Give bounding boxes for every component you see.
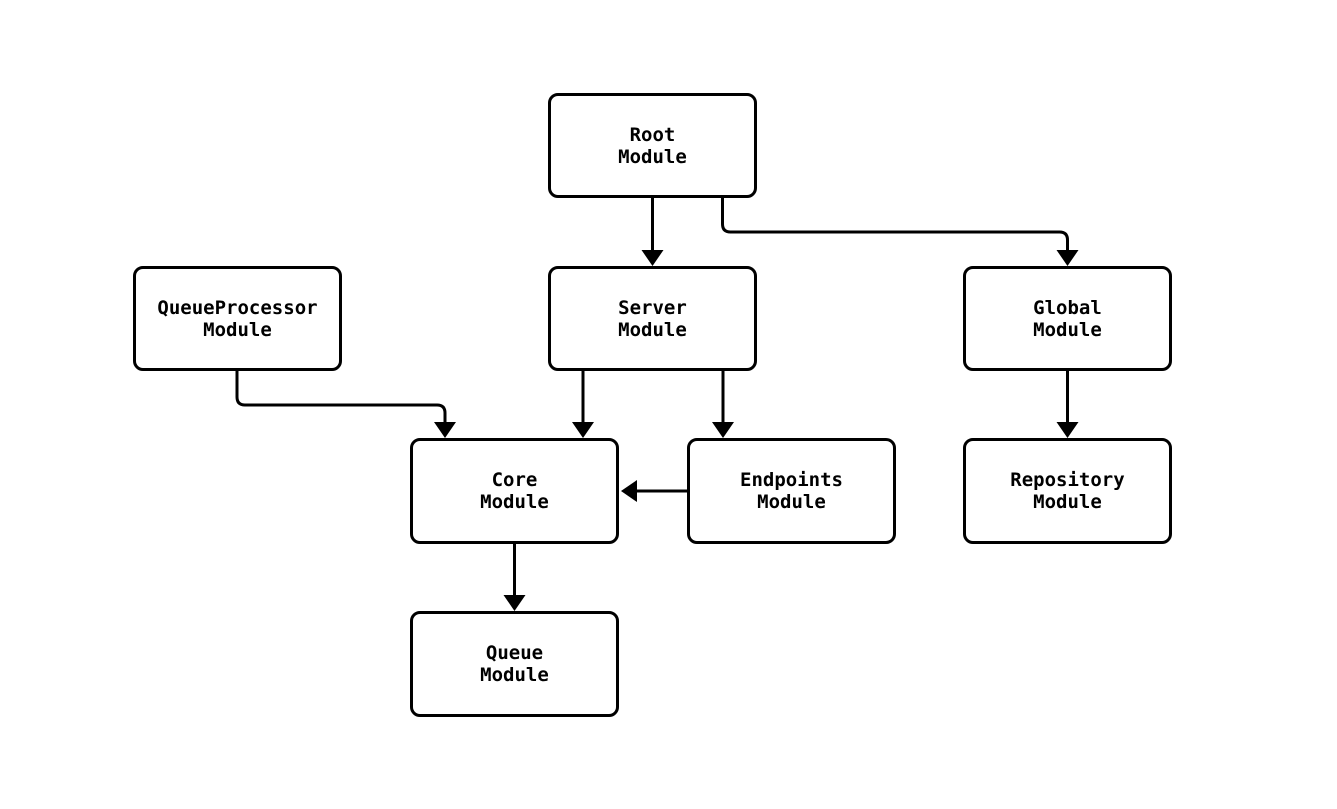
node-endpoints-module-label: Endpoints Module: [740, 469, 843, 513]
node-endpoints-module: Endpoints Module: [687, 438, 896, 544]
edge-global-to-repository: [1056, 371, 1079, 438]
node-global-module-label: Global Module: [1033, 296, 1102, 341]
node-repository-module-label: Repository Module: [1010, 469, 1125, 513]
node-root-module-label: Root Module: [618, 123, 687, 168]
edge-queueprocessor-to-core: [235, 371, 456, 438]
node-queue-module: Queue Module: [410, 611, 619, 717]
node-server-module-label: Server Module: [618, 296, 687, 341]
node-core-module: Core Module: [410, 438, 619, 544]
edge-endpoints-to-core: [621, 480, 687, 502]
edge-server-to-core: [572, 371, 594, 438]
node-root-module: Root Module: [548, 93, 757, 198]
node-queueprocessor-module: QueueProcessor Module: [133, 266, 342, 371]
node-repository-module: Repository Module: [963, 438, 1172, 544]
edge-root-to-server: [641, 198, 664, 266]
edge-core-to-queue: [503, 544, 526, 611]
node-core-module-label: Core Module: [480, 469, 549, 513]
node-global-module: Global Module: [963, 266, 1172, 371]
node-queueprocessor-module-label: QueueProcessor Module: [157, 296, 318, 341]
edge-server-to-endpoints: [712, 371, 734, 438]
node-queue-module-label: Queue Module: [480, 642, 549, 686]
edge-root-to-global: [721, 198, 1079, 266]
node-server-module: Server Module: [548, 266, 757, 371]
